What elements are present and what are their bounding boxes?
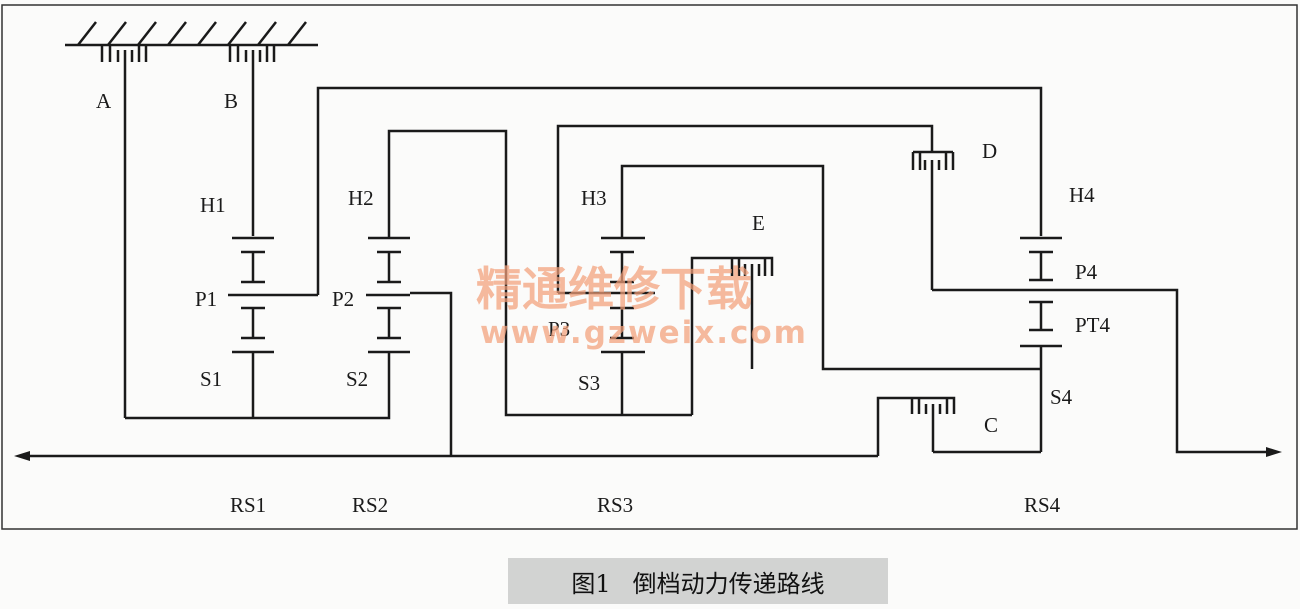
output-shaft (932, 288, 1272, 454)
label-rs2: RS2 (352, 493, 388, 517)
label-e: E (752, 211, 765, 235)
label-s1: S1 (200, 367, 222, 391)
label-s2: S2 (346, 367, 368, 391)
label-h3: H3 (581, 186, 607, 210)
label-h1: H1 (200, 193, 226, 217)
figure-frame (1, 4, 1298, 530)
label-p1: P1 (195, 287, 217, 311)
planetary-set-1 (228, 236, 318, 418)
clutch-c-symbol (876, 396, 1041, 456)
label-b: B (224, 89, 238, 113)
carrier-p3-to-clutch-d (556, 124, 934, 293)
brake-b-symbol (228, 45, 276, 236)
ring-h3-link (620, 164, 1041, 371)
watermark-title: 精通维修下载 (476, 262, 752, 316)
planetary-set-3 (558, 236, 655, 415)
planetary-set-2 (366, 236, 410, 354)
label-h2: H2 (348, 186, 374, 210)
sun-shaft-s1-s2 (125, 352, 391, 420)
carrier-p2-to-input (410, 291, 453, 456)
label-a: A (96, 89, 112, 113)
label-rs4: RS4 (1024, 493, 1061, 517)
label-c: C (984, 413, 998, 437)
watermark-url: www.gzweix.com (480, 315, 808, 351)
caption-number: 图1 (571, 569, 611, 598)
label-pt4: PT4 (1075, 313, 1111, 337)
carrier-p1-to-ring-h4 (316, 86, 1043, 295)
clutch-e-symbol (690, 256, 774, 415)
label-p4: P4 (1075, 260, 1098, 284)
label-rs3: RS3 (597, 493, 633, 517)
ring-h2-to-sun-s3 (387, 129, 692, 417)
planetary-set-4 (1020, 236, 1062, 452)
figure-caption: 图1 倒档动力传递路线 (508, 558, 888, 604)
brake-a-symbol (100, 45, 148, 418)
label-h4: H4 (1069, 183, 1095, 207)
label-rs1: RS1 (230, 493, 266, 517)
label-s4: S4 (1050, 385, 1073, 409)
main-shaft (14, 451, 878, 461)
label-s3: S3 (578, 371, 600, 395)
caption-text: 倒档动力传递路线 (632, 569, 825, 598)
label-p2: P2 (332, 287, 354, 311)
label-d: D (982, 139, 997, 163)
transmission-housing (65, 21, 318, 47)
label-p3: P3 (548, 317, 570, 341)
clutch-d-symbol (911, 150, 955, 290)
output-arrow (1266, 447, 1282, 457)
